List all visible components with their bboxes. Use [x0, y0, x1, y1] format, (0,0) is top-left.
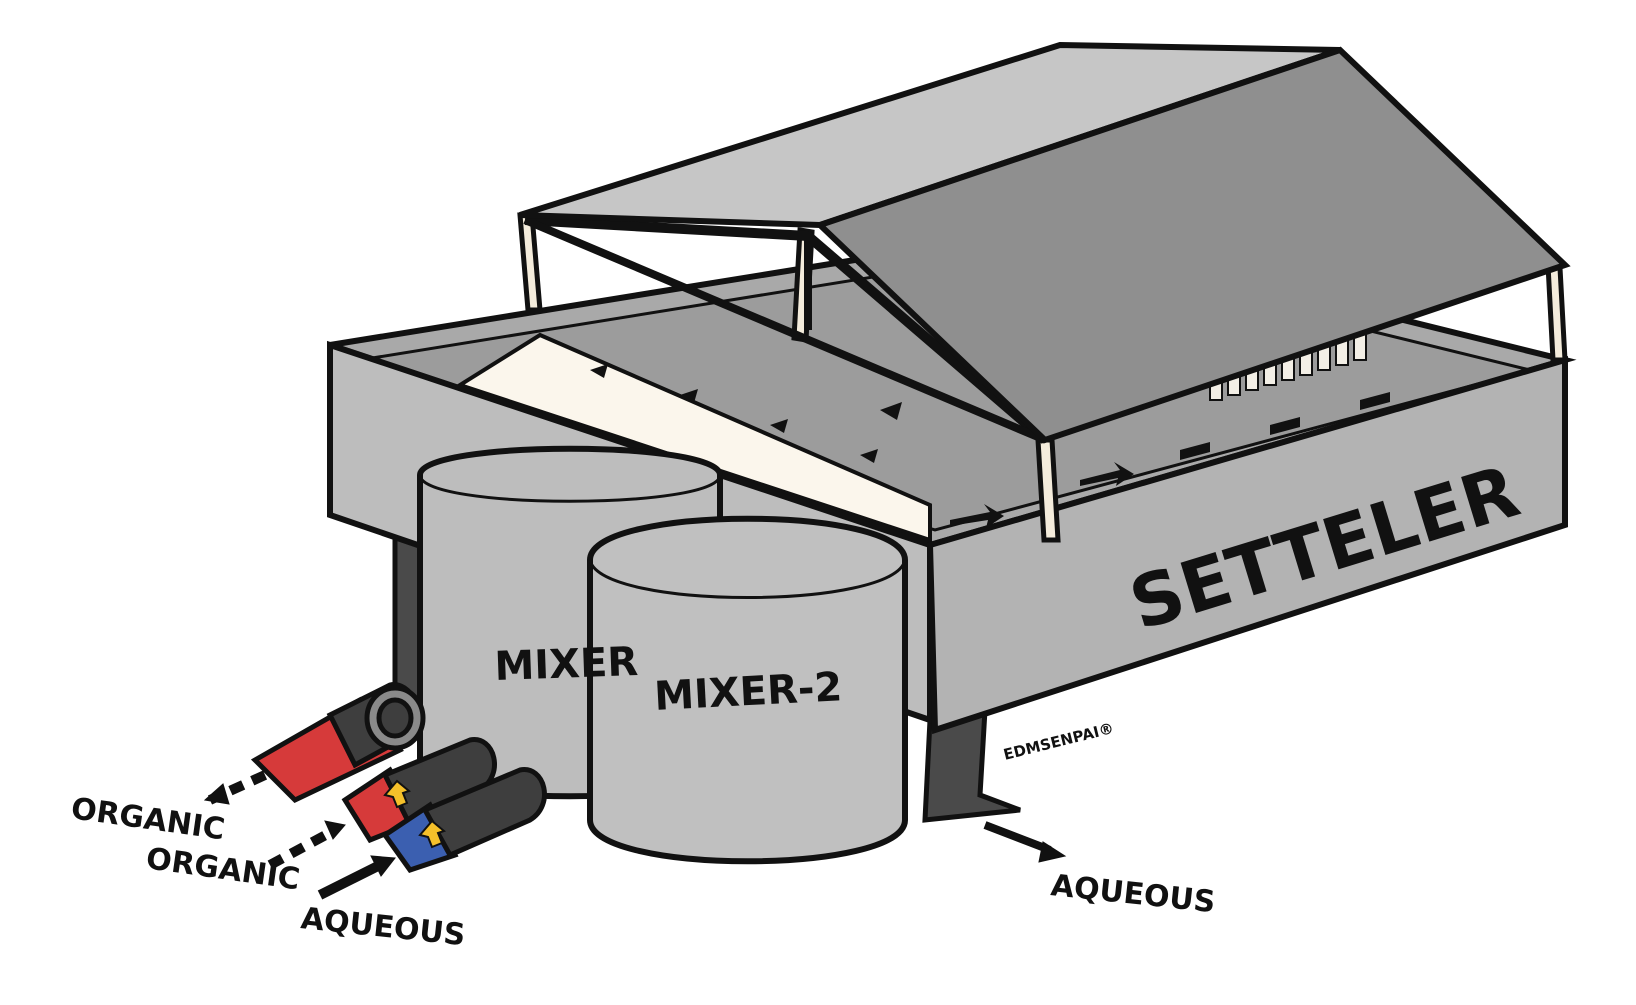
stream-arrows: [203, 770, 1067, 900]
pipes: [250, 682, 547, 873]
mixer-2-label: MIXER-2: [653, 664, 843, 720]
signature: EDMSENPAI®: [1002, 719, 1116, 764]
roof-frame: [517, 212, 1568, 543]
aqueous-in-label: AQUEOUS: [299, 901, 467, 953]
organic-out-label: ORGANIC: [69, 791, 227, 847]
organic-in-label: ORGANIC: [144, 841, 302, 897]
mixer-2: [587, 515, 908, 865]
flow-arrows: [590, 364, 1390, 528]
aqueous-out-label: AQUEOUS: [1049, 868, 1217, 920]
mixer-1-label: MIXER: [494, 639, 639, 690]
roof: [519, 41, 1571, 444]
